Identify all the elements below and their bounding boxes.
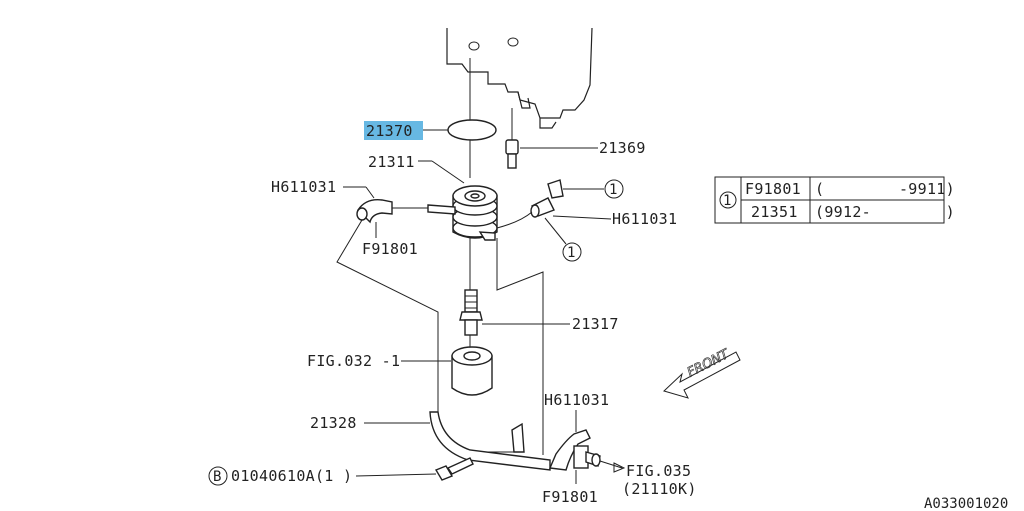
fitting-21369[interactable]: [505, 108, 598, 169]
label-f91801-lower[interactable]: F91801: [542, 488, 598, 506]
o-ring-21370[interactable]: [447, 119, 497, 141]
hose-union-lower[interactable]: [548, 429, 601, 471]
diagram-id: A033001020: [924, 496, 1008, 511]
label-fig035[interactable]: FIG.035: [626, 462, 691, 480]
stud-21317[interactable]: [459, 289, 483, 336]
part-21370-highlight[interactable]: [364, 121, 423, 140]
label-bolt-01040610a[interactable]: 01040610A(1 ): [231, 467, 352, 485]
label-21369[interactable]: 21369: [599, 139, 646, 157]
label-h611031-lower[interactable]: H611031: [544, 391, 609, 409]
label-fig035-code[interactable]: (21110K): [622, 480, 697, 498]
oil-filter[interactable]: [451, 346, 493, 396]
table-row-1-range: ( -9911): [815, 180, 955, 198]
engine-block-outline: [446, 27, 593, 129]
label-h611031-right[interactable]: H611031: [612, 210, 677, 228]
bolt-marker-b-text: B: [213, 469, 221, 485]
front-label: FRONT: [685, 347, 732, 381]
hose-union-left[interactable]: [356, 199, 428, 224]
table-row-2-part: 21351: [751, 203, 798, 221]
table-ref-marker: 1: [723, 193, 731, 209]
table-row-2-range: (9912- ): [815, 203, 955, 221]
hose-routing-lines: [336, 219, 544, 455]
callout-1-top-text: 1: [609, 182, 617, 198]
label-21370[interactable]: 21370: [366, 122, 413, 140]
callout-1-top[interactable]: [604, 179, 624, 199]
bolt-01040610a[interactable]: [434, 457, 474, 481]
table-row-1-part: F91801: [745, 180, 801, 198]
hose-union-right[interactable]: [496, 179, 564, 229]
label-21328[interactable]: 21328: [310, 414, 357, 432]
label-21311[interactable]: 21311: [368, 153, 415, 171]
oil-cooler-21311[interactable]: [427, 185, 498, 241]
reference-table: [714, 176, 945, 224]
label-h611031-left[interactable]: H611031: [271, 178, 336, 196]
callout-1-bottom-text: 1: [567, 245, 575, 261]
label-21317[interactable]: 21317: [572, 315, 619, 333]
label-f91801-left[interactable]: F91801: [362, 240, 418, 258]
oil-hose-21328[interactable]: [429, 411, 551, 471]
label-fig032[interactable]: FIG.032 -1: [307, 352, 400, 370]
bolt-marker-b[interactable]: [208, 466, 228, 486]
callout-1-bottom[interactable]: [562, 242, 582, 262]
front-arrow: FRONT: [663, 346, 741, 399]
fig035-arrow: [599, 460, 626, 473]
